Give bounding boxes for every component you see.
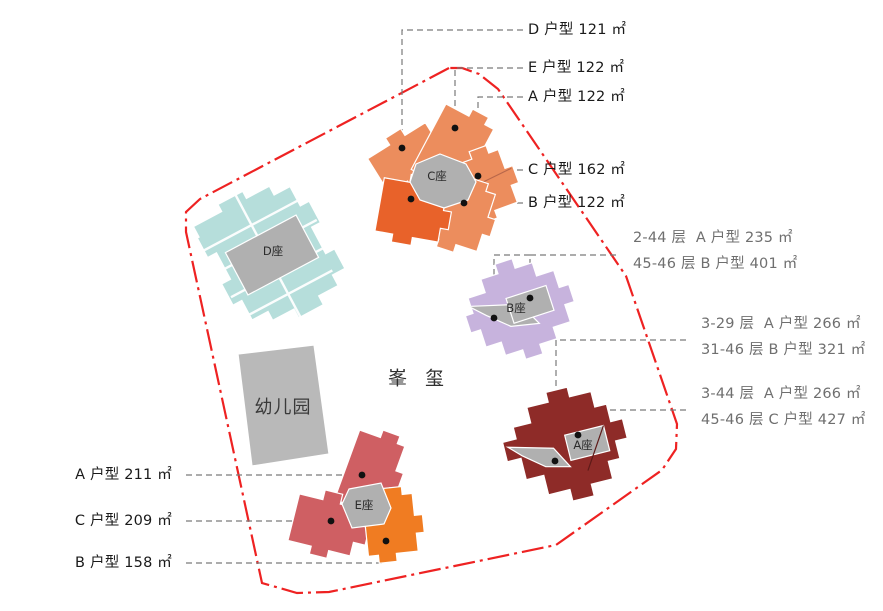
site-boundary-line [184,66,679,595]
kindergarten-block[interactable] [237,344,330,467]
building-d-zuo[interactable] [188,166,355,342]
marker-dot-bzuo-1 [526,294,534,302]
building-a-zuo[interactable] [493,376,638,514]
leader-line-bzuo-branch [493,254,530,278]
marker-dot-c209 [327,517,335,525]
leader-line-b158 [186,541,387,564]
building-c-zuo-cluster[interactable] [363,97,527,262]
marker-dot-b158 [382,537,390,545]
marker-dot-azuo-1 [574,431,582,439]
leader-line-e122 [454,67,523,128]
marker-dot-e122 [451,124,459,132]
marker-dot-a211 [358,471,366,479]
marker-dot-d121 [398,144,406,152]
marker-dot-bzuo-2 [490,314,498,322]
marker-dot-a122 [474,172,482,180]
building-e-zuo-cluster[interactable] [286,422,427,566]
marker-dot-azuo-2 [551,457,559,465]
leader-line-d121 [401,29,523,148]
leader-line-a122 [477,96,523,176]
marker-dot-b122 [460,199,468,207]
marker-dot-c162 [407,195,415,203]
building-b-zuo[interactable] [453,244,587,372]
